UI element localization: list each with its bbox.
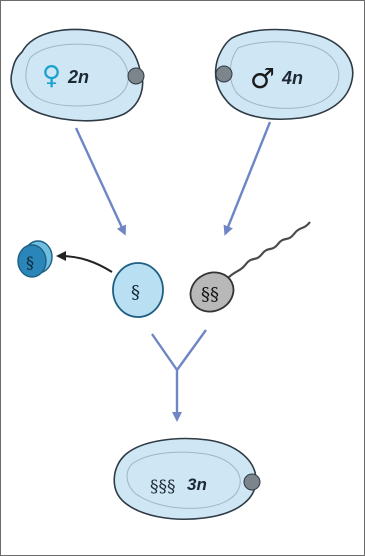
- sperm-cell: §§: [189, 221, 311, 313]
- offspring-oyster-shell: [113, 437, 257, 521]
- fertilization-merge-arrow: [151, 329, 207, 422]
- hinge-texture: [215, 65, 233, 83]
- arrow-male-to-sperm: [223, 121, 272, 236]
- offspring-ploidy-label: 3n: [187, 475, 207, 494]
- polar-body-chromosome: §: [26, 253, 34, 272]
- polar-body: §: [17, 240, 53, 278]
- offspring-chromosomes: §§§: [150, 477, 176, 497]
- male-symbol: ♂: [250, 62, 275, 95]
- egg-cell: §: [112, 262, 164, 318]
- hinge-texture: [127, 67, 145, 85]
- arrow-female-to-egg: [74, 127, 127, 236]
- arrow-egg-to-polar-body: [56, 251, 113, 273]
- sperm-head: [189, 271, 235, 313]
- egg-chromosome: §: [131, 282, 140, 303]
- male-oyster: ♂ 4n: [214, 28, 354, 120]
- male-oyster-shell: [214, 28, 354, 120]
- sperm-tail: [227, 221, 311, 279]
- hinge-texture: [243, 473, 261, 491]
- female-oyster-shell: [10, 28, 144, 122]
- male-ploidy-label: 4n: [281, 68, 303, 88]
- female-ploidy-label: 2n: [67, 67, 89, 87]
- female-symbol: ♀: [42, 61, 61, 91]
- sperm-chromosomes: §§: [201, 284, 219, 305]
- offspring-oyster: §§§ 3n: [113, 437, 261, 521]
- female-oyster: ♀ 2n: [10, 28, 145, 122]
